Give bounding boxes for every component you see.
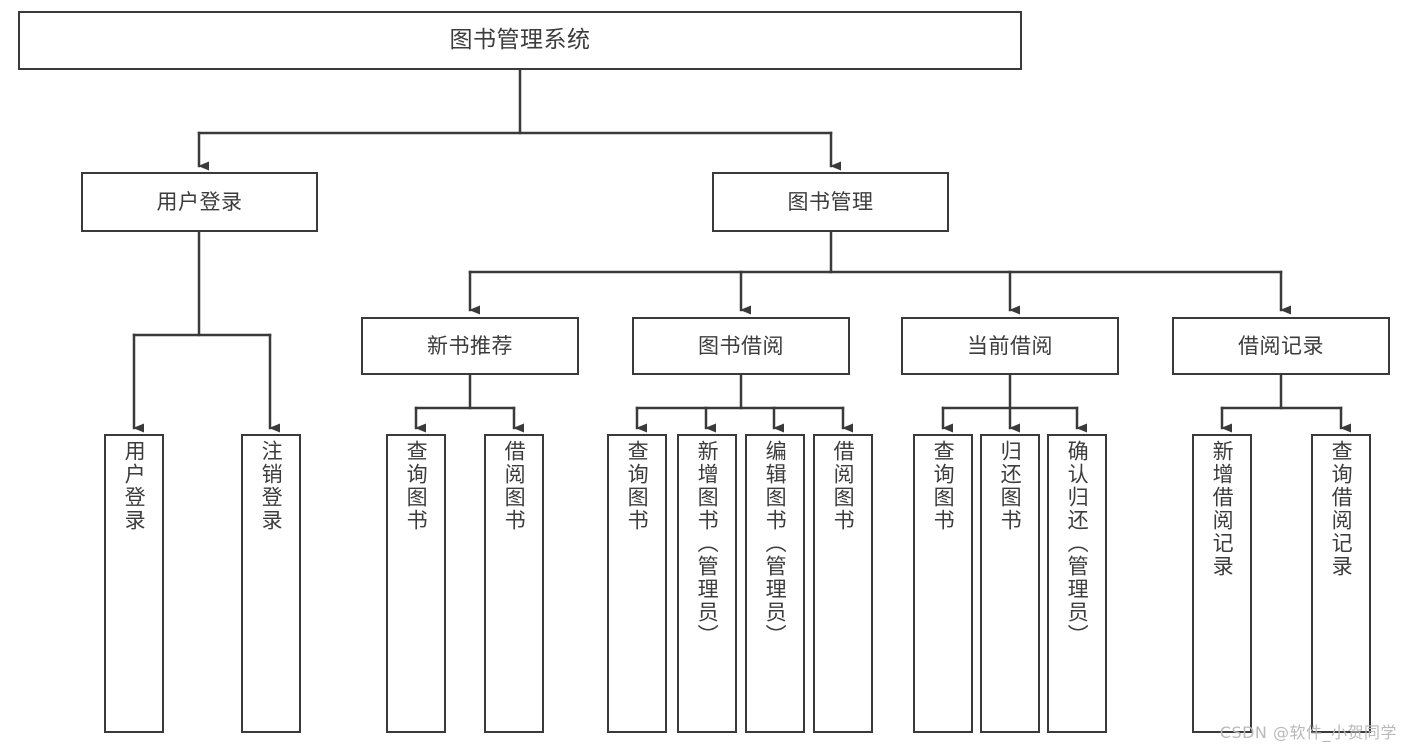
node-label: 用户登录 xyxy=(122,440,147,532)
node-leaf-borrow-book-newbook[interactable]: 借阅图书 xyxy=(484,434,544,733)
node-leaf-add-borrow-record[interactable]: 新增借阅记录 xyxy=(1192,434,1252,733)
node-label: 图书借阅 xyxy=(698,333,784,358)
node-book-borrow[interactable]: 图书借阅 xyxy=(632,317,850,375)
node-label: 图书管理系统 xyxy=(449,27,591,54)
node-current-borrow[interactable]: 当前借阅 xyxy=(901,317,1119,375)
node-label: 新书推荐 xyxy=(427,333,513,358)
node-label: 查询借阅记录 xyxy=(1329,440,1354,578)
node-label: 借阅图书 xyxy=(831,440,856,532)
node-leaf-add-book-admin[interactable]: 新增图书（管理员） xyxy=(677,434,737,733)
node-borrow-record[interactable]: 借阅记录 xyxy=(1172,317,1390,375)
node-label: 借阅记录 xyxy=(1238,333,1324,358)
node-label: 注销登录 xyxy=(259,440,284,532)
node-leaf-user-login[interactable]: 用户登录 xyxy=(104,434,164,733)
node-label: 归还图书 xyxy=(998,440,1023,532)
node-label: 图书管理 xyxy=(787,189,874,214)
node-root-library-system[interactable]: 图书管理系统 xyxy=(18,11,1022,70)
node-label: 确认归还（管理员） xyxy=(1065,440,1090,647)
csdn-watermark: CSDN @软件_小贺同学 xyxy=(1219,723,1397,742)
node-leaf-borrow-book[interactable]: 借阅图书 xyxy=(813,434,873,733)
node-label: 借阅图书 xyxy=(502,440,527,532)
node-leaf-edit-book-admin[interactable]: 编辑图书（管理员） xyxy=(745,434,805,733)
node-leaf-query-book-borrow[interactable]: 查询图书 xyxy=(607,434,667,733)
node-leaf-query-book-current[interactable]: 查询图书 xyxy=(913,434,973,733)
node-label: 用户登录 xyxy=(156,189,243,214)
node-label: 查询图书 xyxy=(404,440,429,532)
node-label: 查询图书 xyxy=(625,440,650,532)
node-label: 新增图书（管理员） xyxy=(695,440,720,647)
node-leaf-logout[interactable]: 注销登录 xyxy=(241,434,301,733)
node-label: 编辑图书（管理员） xyxy=(763,440,788,647)
node-leaf-return-book[interactable]: 归还图书 xyxy=(980,434,1040,733)
node-book-management[interactable]: 图书管理 xyxy=(712,172,949,232)
node-label: 查询图书 xyxy=(931,440,956,532)
node-label: 新增借阅记录 xyxy=(1210,440,1235,578)
node-leaf-confirm-return-admin[interactable]: 确认归还（管理员） xyxy=(1047,434,1107,733)
node-new-book-recommend[interactable]: 新书推荐 xyxy=(361,317,579,375)
node-leaf-query-book-newbook[interactable]: 查询图书 xyxy=(386,434,446,733)
node-leaf-query-borrow-record[interactable]: 查询借阅记录 xyxy=(1311,434,1371,733)
node-user-login[interactable]: 用户登录 xyxy=(81,172,318,232)
node-label: 当前借阅 xyxy=(967,333,1053,358)
